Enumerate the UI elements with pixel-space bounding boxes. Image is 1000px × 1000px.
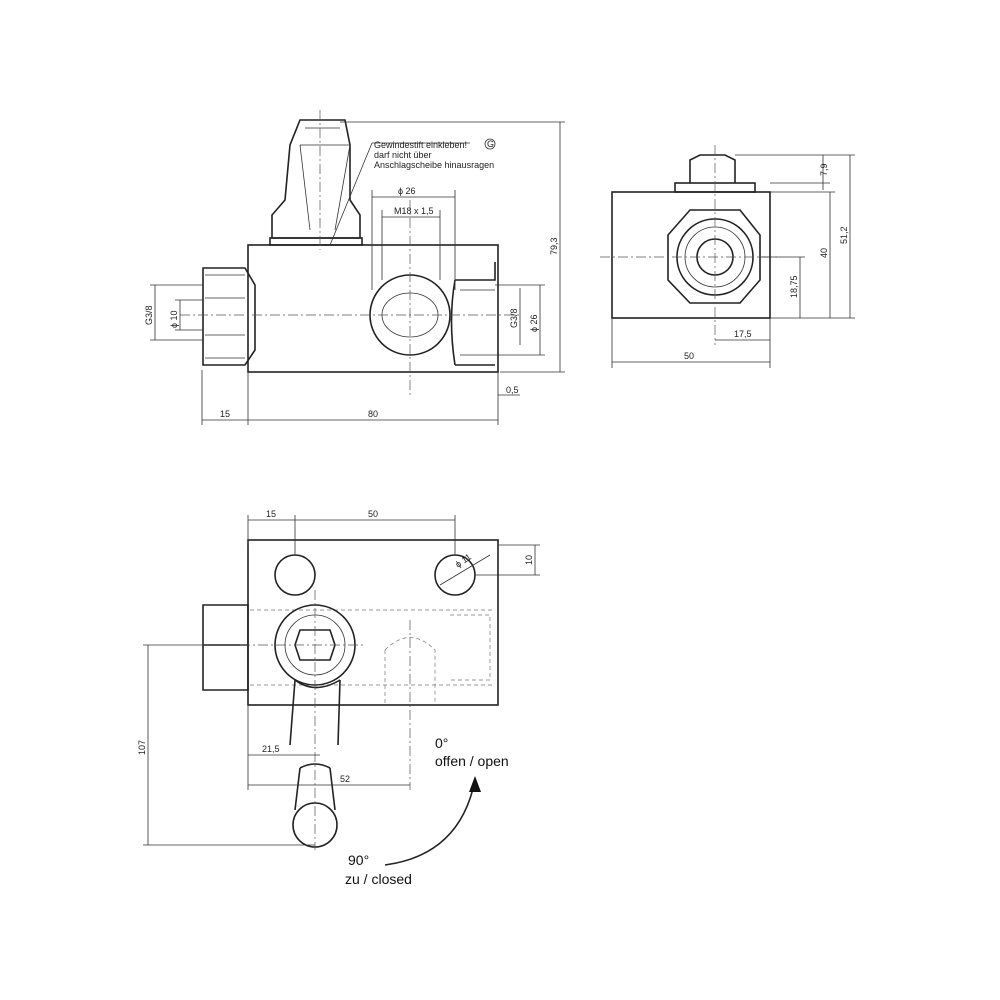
note-line-2: darf nicht über	[374, 150, 432, 160]
side-view	[600, 145, 855, 368]
dim-height-total-side: 51,2	[839, 226, 849, 244]
open-label: offen / open	[435, 753, 509, 769]
dim-center-height: 18,75	[789, 275, 799, 298]
open-angle: 0°	[435, 735, 448, 751]
dim-hole-spacing: 50	[368, 509, 378, 519]
dim-center-offset: 17,5	[734, 329, 752, 339]
front-view	[150, 110, 565, 425]
dim-left-port: G3/8	[144, 305, 154, 325]
note-symbol: G	[487, 139, 494, 149]
dim-hole-edge: 10	[524, 555, 534, 565]
dim-fitting-len: 15	[220, 409, 230, 419]
dim-axis-offset: 21,5	[262, 744, 280, 754]
dim-hole-offset: 15	[266, 509, 276, 519]
bottom-view	[143, 515, 540, 866]
note-line-1: Gewindestift einkleben!	[374, 140, 467, 150]
dim-dia-26-top: ϕ 26	[398, 186, 416, 196]
closed-label: zu / closed	[345, 871, 412, 887]
dim-height-total: 79,3	[549, 237, 559, 255]
dim-lever-len: 107	[137, 740, 147, 755]
dim-right-dia: ϕ 26	[529, 314, 539, 332]
dim-right-port: G3/8	[509, 308, 519, 328]
dim-offset: 0,5	[506, 385, 519, 395]
closed-angle: 90°	[348, 852, 369, 868]
dim-height-body: 40	[819, 248, 829, 258]
note-line-3: Anschlagscheibe hinausragen	[374, 160, 494, 170]
dim-port-offset: 52	[340, 774, 350, 784]
dim-left-dia: ϕ 10	[169, 310, 179, 328]
dim-thread: M18 x 1,5	[394, 206, 434, 216]
dim-width: 50	[684, 351, 694, 361]
dim-top: 7,9	[819, 163, 829, 176]
dim-body-len: 80	[368, 409, 378, 419]
